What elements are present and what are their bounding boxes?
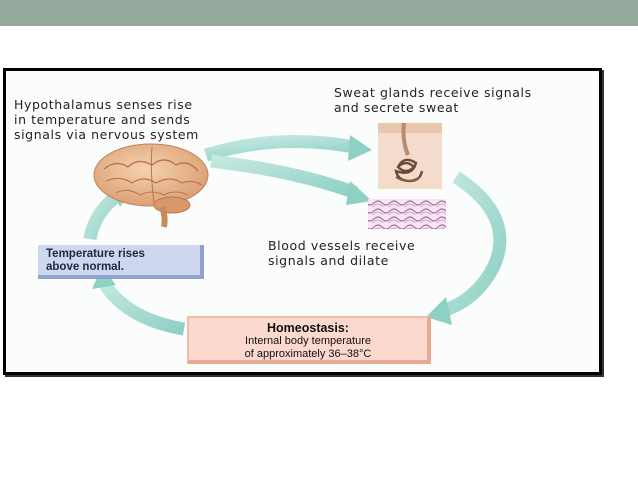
sweat-glands-label: Sweat glands receive signals and secrete…: [334, 85, 532, 115]
sweat-gland-icon: [378, 122, 442, 189]
diagram-frame: Hypothalamus senses rise in temperature …: [3, 68, 602, 375]
arrow-to-homeostasis: [439, 171, 507, 318]
homeostasis-line-1: Internal body temperature: [245, 335, 371, 347]
brain-icon: [93, 143, 209, 228]
homeostasis-box: Homeostasis: Internal body temperature o…: [187, 316, 431, 364]
temperature-rises-box: Temperature rises above normal.: [38, 245, 204, 279]
blood-vessels-icon: [368, 199, 446, 229]
hypothalamus-label: Hypothalamus senses rise in temperature …: [14, 97, 199, 142]
temperature-box-line-2: above normal.: [46, 261, 124, 273]
hypothalamus-line-2: in temperature and sends: [14, 112, 191, 127]
sweat-glands-line-2: and secrete sweat: [334, 100, 459, 115]
arrow-to-temperature-box: [98, 279, 186, 336]
arrow-to-blood-vessels: [210, 154, 359, 200]
homeostasis-title: Homeostasis:: [267, 321, 349, 335]
hypothalamus-line-1: Hypothalamus senses rise: [14, 97, 193, 112]
blood-vessels-line-1: Blood vessels receive: [268, 238, 416, 253]
cycle-arrows: [83, 122, 507, 336]
arrow-to-hypothalamus: [83, 189, 123, 241]
temperature-box-line-1: Temperature rises: [46, 248, 145, 260]
arrow-head: [426, 297, 452, 325]
sweat-glands-line-1: Sweat glands receive signals: [334, 85, 532, 100]
arrow-head: [346, 181, 372, 205]
arrow-head: [348, 135, 372, 161]
hypothalamus-line-3: signals via nervous system: [14, 127, 199, 142]
slide-header-bar: [0, 0, 638, 26]
homeostasis-line-2: of approximately 36–38°C: [244, 347, 372, 360]
blood-vessels-label: Blood vessels receive signals and dilate: [268, 238, 415, 268]
blood-vessels-line-2: signals and dilate: [268, 253, 389, 268]
arrow-to-sweat-glands: [204, 135, 356, 162]
